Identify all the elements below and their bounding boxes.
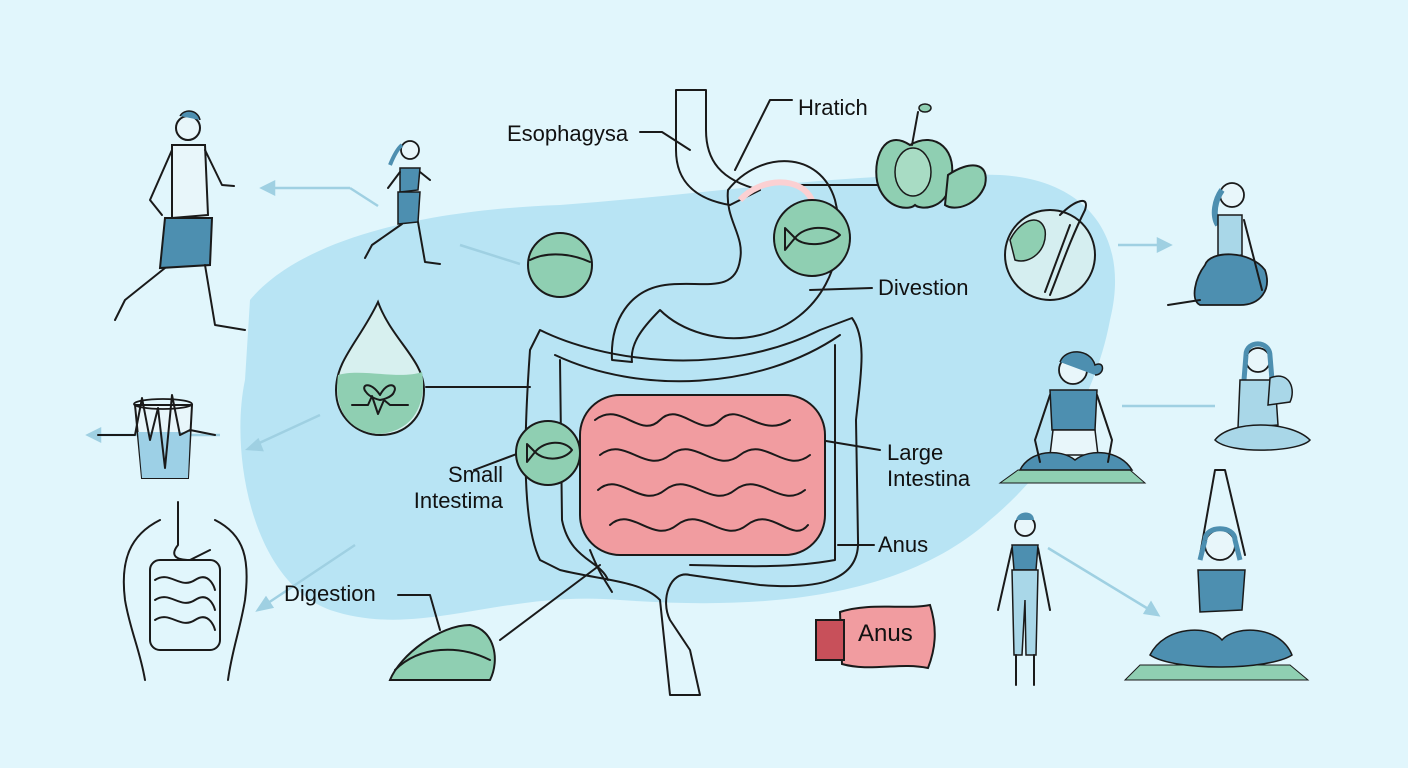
globe-leaves-icon: [1004, 200, 1096, 301]
digestion-left-label: Digestion: [284, 581, 376, 606]
water-drop-heart-icon: [334, 299, 426, 437]
stomach: [610, 160, 840, 363]
praying-woman-icon: [1214, 341, 1312, 451]
meditating-woman-icon: [998, 351, 1147, 484]
leaf-pile-icon: [388, 623, 496, 681]
runner-woman-icon: [364, 140, 441, 265]
cucumber-icon: [943, 164, 987, 209]
torso-digestive-icon: [122, 501, 248, 681]
glass-heartbeat-icon: [97, 394, 216, 479]
label-leader-lines: [397, 99, 881, 641]
bubble-icon: [527, 232, 593, 298]
anus-badge: [815, 603, 936, 670]
digestion-right-label: Divestion: [878, 275, 969, 300]
small-intestine-label: Small Intestima: [413, 462, 503, 513]
large-intestine: [524, 317, 863, 696]
apple-icon: [875, 103, 954, 209]
large-intestine-label: Large Intestina: [887, 440, 971, 491]
runner-man-icon: [114, 110, 246, 331]
standing-woman-icon: [997, 512, 1051, 686]
fish-bubble-icon: [515, 420, 581, 486]
stomach-label: Hratich: [798, 95, 868, 120]
small-intestine: [579, 394, 826, 556]
appendix: [589, 549, 613, 593]
anus-right-label: Anus: [878, 532, 929, 557]
stomach-highlight: [737, 179, 815, 203]
kneeling-woman-icon: [1167, 182, 1268, 306]
fish-bubble-icon: [773, 199, 851, 277]
anus-badge-label: Anus: [858, 620, 913, 647]
esophagus: [675, 89, 761, 206]
esophagus-label: Esophagysa: [507, 121, 629, 146]
yoga-prayer-woman-icon: [1123, 469, 1310, 681]
